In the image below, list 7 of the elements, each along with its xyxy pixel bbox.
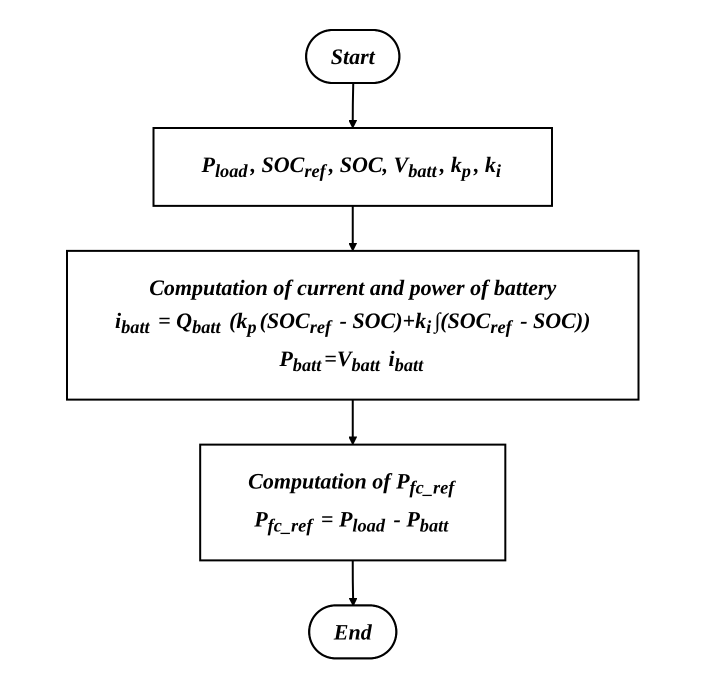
node-box: Computation of P$_{fc_ref}$ P$_{fc_ref}$ = P$_{load}$ - P$_{batt}$ (198, 443, 506, 562)
arrow (348, 206, 357, 252)
node-box: Computation of current and power of battery i$_{batt}$ = Q$_{batt}$ (k$_{p}$(SOC$_{ref}$ - SOC)+k$_{i}$∫(SOC$_{ref}$ - SOC)) P$_{batt}$=V$_{batt}$ i$_{batt}$ (66, 250, 640, 400)
arrow (348, 399, 357, 445)
arrow (348, 560, 358, 606)
node-box: P$_{load}$, SOC$_{ref}$, SOC, V$_{batt}$, k$_{p}$, k$_{i}$ (152, 126, 553, 207)
arrow (348, 83, 357, 128)
